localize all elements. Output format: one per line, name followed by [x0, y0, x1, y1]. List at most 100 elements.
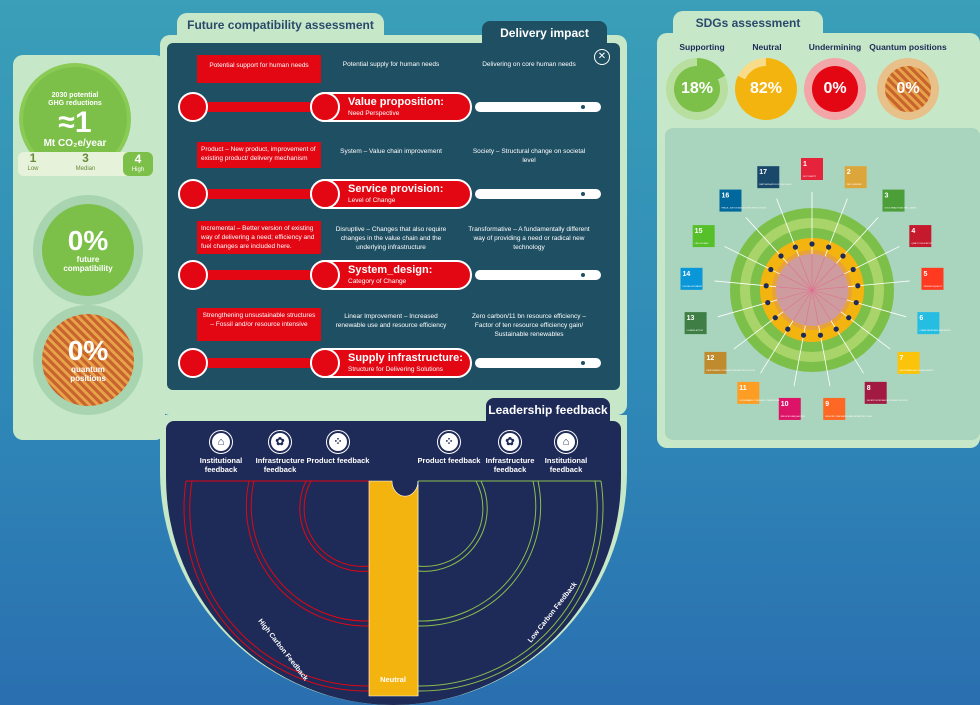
sdg-header-undermining: Undermining — [808, 42, 862, 52]
option[interactable]: System – Value chain improvement — [340, 148, 442, 155]
wheel-dot — [826, 244, 832, 250]
tab-leadership-feedback[interactable]: Leadership feedback — [486, 398, 610, 424]
slider-track[interactable] — [475, 358, 601, 368]
quantum-value: 0% — [67, 335, 109, 366]
globe-icon — [178, 179, 208, 209]
slider-dot — [581, 361, 585, 365]
wheel-spoke-inner — [811, 256, 826, 291]
option-selected[interactable]: Product – New product, improvement of ex… — [197, 142, 321, 168]
service-provision-slider[interactable]: Service provision: Level of Change — [178, 179, 608, 209]
option-selected[interactable]: Strengthening unsustainable structures –… — [197, 308, 321, 341]
close-button[interactable]: ✕ — [594, 49, 610, 65]
criterion-label: Supply infrastructure: Structure for Del… — [310, 348, 472, 378]
svg-text:QUALITY EDUCATION: QUALITY EDUCATION — [911, 242, 932, 245]
svg-text:8: 8 — [867, 385, 871, 392]
tab-future-compatibility[interactable]: Future compatibility assessment — [177, 13, 384, 39]
option[interactable]: Linear Improvement – Increased renewable… — [335, 313, 447, 329]
svg-text:1: 1 — [803, 161, 807, 168]
tab-delivery-impact[interactable]: Delivery impact — [482, 21, 607, 47]
slider-fill — [204, 102, 316, 112]
sdg-header-supporting: Supporting — [679, 42, 725, 52]
svg-text:PARTNERSHIPS FOR THE GOALS: PARTNERSHIPS FOR THE GOALS — [759, 183, 792, 186]
option[interactable]: Transformative – A fundamentally differe… — [468, 226, 590, 251]
infrastructure-feedback-left[interactable]: ✿ Infrastructure feedback — [248, 431, 312, 474]
wheel-spoke-inner — [811, 263, 837, 291]
infrastructure-feedback-right[interactable]: ✿ Infrastructure feedback — [478, 431, 542, 474]
svg-text:13: 13 — [687, 315, 695, 322]
option[interactable]: Delivering on core human needs — [482, 61, 576, 68]
slider-track[interactable] — [475, 189, 601, 199]
future-label: future compatibility — [63, 255, 113, 273]
wheel-spoke-inner — [783, 289, 813, 312]
option-selected[interactable]: Incremental – Better version of existing… — [197, 221, 321, 254]
wheel-dot — [846, 315, 852, 321]
wheel-spoke-inner — [798, 256, 813, 291]
sdg-tile-1[interactable]: 1NO POVERTY — [801, 158, 823, 180]
svg-text:5: 5 — [923, 271, 927, 278]
scale-low[interactable]: 1 Low — [27, 151, 39, 172]
slider-track[interactable] — [475, 102, 601, 112]
svg-text:REDUCED INEQUALITIES: REDUCED INEQUALITIES — [781, 415, 806, 418]
svg-text:AFFORDABLE AND CLEAN ENERGY: AFFORDABLE AND CLEAN ENERGY — [900, 369, 935, 372]
sdg-quantum-value: 0% — [885, 66, 931, 112]
wheel-spoke-inner — [792, 289, 813, 321]
sdg-supporting-value: 18% — [674, 66, 720, 112]
svg-text:PEACE, JUSTICE AND STRONG INST: PEACE, JUSTICE AND STRONG INSTITUTIONS — [721, 207, 766, 210]
wheel-spoke-inner — [811, 289, 832, 321]
slider-dot — [581, 273, 585, 277]
sdg-header-quantum: Quantum positions — [869, 42, 947, 52]
svg-text:CLEAN WATER AND SANITATION: CLEAN WATER AND SANITATION — [919, 329, 951, 332]
institutional-feedback-left[interactable]: ⌂ Institutional feedback — [189, 431, 253, 474]
tab-sdgs-assessment[interactable]: SDGs assessment — [673, 11, 823, 36]
value-proposition-slider[interactable]: Value proposition: Need Perspective — [178, 92, 608, 122]
wheel-dot — [772, 315, 778, 321]
svg-text:DECENT WORK AND ECONOMIC GROWT: DECENT WORK AND ECONOMIC GROWTH — [867, 399, 908, 402]
svg-text:6: 6 — [919, 315, 923, 322]
option[interactable]: Society – Structural change on societal … — [472, 148, 586, 164]
scale-high[interactable]: 4 High — [123, 152, 153, 176]
product-feedback-right[interactable]: ⁘ Product feedback — [417, 431, 481, 465]
high-carbon-label: High Carbon Feedback — [256, 618, 309, 682]
wheel-spoke-inner — [787, 263, 813, 291]
wheel-spoke-inner — [811, 273, 845, 291]
svg-text:10: 10 — [781, 401, 789, 408]
option[interactable]: Zero carbon/11 bn resource efficiency – … — [472, 313, 586, 338]
wheel-spoke-inner — [776, 286, 813, 291]
option[interactable]: Disruptive – Changes that also require c… — [335, 226, 447, 251]
future-compatibility-circle: 0% future compatibility — [42, 204, 134, 296]
option[interactable]: Potential supply for human needs — [342, 61, 440, 68]
svg-text:CLIMATE ACTION: CLIMATE ACTION — [687, 329, 704, 332]
svg-text:RESPONSIBLE CONSUMPTION AND PR: RESPONSIBLE CONSUMPTION AND PRODUCTION — [706, 369, 755, 372]
ghg-value: ≈1 — [58, 105, 92, 139]
institutional-feedback-right[interactable]: ⌂ Institutional feedback — [534, 431, 598, 474]
option-selected[interactable]: Potential support for human needs — [197, 55, 321, 83]
slider-dot — [581, 105, 585, 109]
sdg-undermining-value: 0% — [812, 66, 858, 112]
criterion-label: System_design: Category of Change — [310, 260, 472, 290]
system-design-slider[interactable]: System_design: Category of Change — [178, 260, 608, 290]
wheel-dot — [853, 299, 859, 306]
slider-track[interactable] — [475, 270, 601, 280]
sdg-neutral-value: 82% — [743, 66, 789, 112]
product-feedback-left[interactable]: ⁘ Product feedback — [306, 431, 370, 465]
scale-median[interactable]: 3 Median — [75, 151, 96, 172]
svg-text:LIFE BELOW WATER: LIFE BELOW WATER — [683, 285, 703, 288]
supply-infrastructure-slider[interactable]: Supply infrastructure: Structure for Del… — [178, 348, 608, 378]
